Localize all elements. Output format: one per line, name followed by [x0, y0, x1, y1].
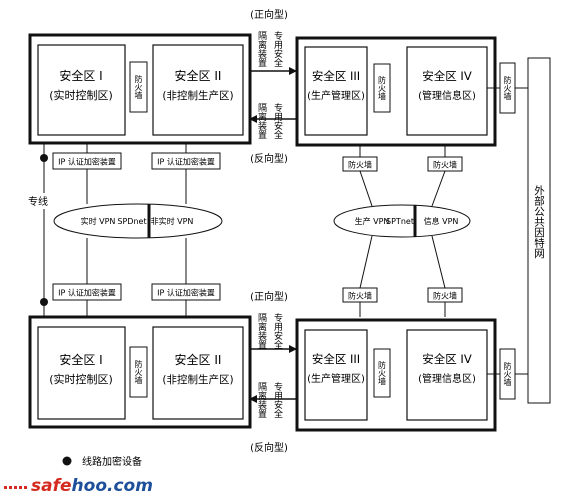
- top-fwd-device-a: 隔离装置: [256, 31, 267, 67]
- top-rev-device-a: 隔离装置: [256, 103, 267, 139]
- legend-label: 线路加密设备: [82, 455, 142, 468]
- mid-firewall-top-left-label: 防火墙: [348, 160, 372, 170]
- top-zone2-box: [152, 44, 244, 136]
- spdnet-ellipse: [53, 203, 223, 239]
- top-zone3-title: 安全区 III: [312, 69, 360, 83]
- top-firewall-a: 防火墙: [134, 74, 143, 100]
- bottom-firewall-b: 防火墙: [378, 360, 387, 386]
- bottom-firewall-b-box: [373, 348, 391, 398]
- top-section: 安全区 I (实时控制区) 防火墙 安全区 II (非控制生产区) (正向型) …: [28, 8, 528, 165]
- bottom-zone1-sub: (实时控制区): [49, 372, 113, 386]
- ip-device-bottom-right-label: IP 认证加密装置: [157, 288, 215, 298]
- watermark-text: safehoo.com: [31, 476, 153, 496]
- bottom-firewall-a: 防火墙: [134, 359, 143, 385]
- bottom-zone2-title: 安全区 II: [175, 352, 222, 367]
- top-zone1-title: 安全区 I: [59, 68, 102, 83]
- bottom-zone3-box: [304, 329, 368, 421]
- bottom-zone3-title: 安全区 III: [312, 352, 360, 366]
- bottom-reverse-label: (反向型): [250, 441, 288, 454]
- mid-firewall-bottom-right-label: 防火墙: [433, 291, 457, 301]
- top-rev-device-b: 专用安全: [272, 102, 283, 139]
- top-zone1-sub: (实时控制区): [49, 88, 113, 102]
- ip-device-top-right-label: IP 认证加密装置: [157, 157, 215, 167]
- watermark: safehoo.com: [4, 476, 153, 496]
- spdnet-left: 实时 VPN: [81, 216, 116, 226]
- legend-encryptor-dot: [62, 456, 72, 466]
- spdnet-right: 非实时 VPN: [151, 216, 194, 226]
- bottom-forward-isolation: 隔离装置 专用安全: [250, 312, 297, 353]
- bottom-zone4-box: [406, 329, 488, 421]
- top-firewall-a-box: [129, 61, 148, 113]
- bottom-section: 安全区 I (实时控制区) 防火墙 安全区 II (非控制生产区) (正向型) …: [28, 290, 528, 454]
- top-zone1-box: [37, 44, 126, 136]
- top-zone4-box: [406, 46, 488, 136]
- watermark-part1: safe: [31, 476, 72, 496]
- watermark-dots: [4, 486, 27, 489]
- top-reverse-label: (反向型): [250, 152, 288, 165]
- dedicated-line-label: 专线: [28, 195, 48, 208]
- top-zone4-title: 安全区 IV: [422, 69, 472, 83]
- bottom-zone2-box: [152, 326, 244, 420]
- top-zone2-title: 安全区 II: [175, 68, 222, 83]
- top-zone3-sub: (生产管理区): [307, 89, 365, 102]
- legend: 线路加密设备: [62, 455, 142, 468]
- watermark-part2: hoo: [72, 476, 108, 496]
- middle-section: 专线 IP 认证加密装置 IP 认证加密装置 IP 认证加密装置 IP 认证加密…: [25, 143, 471, 317]
- bottom-fwd-device-a: 隔离装置: [256, 313, 267, 349]
- top-zone4-sub: (管理信息区): [418, 89, 476, 102]
- bottom-firewall-c: 防火墙: [503, 361, 512, 387]
- bottom-forward-label: (正向型): [250, 290, 288, 303]
- bottom-fwd-device-b: 专用安全: [272, 312, 283, 349]
- mid-firewall-bottom-left-label: 防火墙: [348, 291, 372, 301]
- top-left-group: [28, 33, 252, 145]
- top-zone2-sub: (非控制生产区): [162, 89, 233, 102]
- bottom-zone2-sub: (非控制生产区): [162, 373, 233, 386]
- sptnet-right: 信息 VPN: [424, 216, 459, 226]
- bottom-zone1-box: [37, 326, 126, 420]
- bottom-zone4-title: 安全区 IV: [422, 352, 472, 366]
- bottom-zone4-sub: (管理信息区): [418, 372, 476, 385]
- top-forward-isolation: 隔离装置 专用安全: [250, 30, 297, 75]
- ip-device-top-left-label: IP 认证加密装置: [58, 157, 116, 167]
- top-firewall-b: 防火墙: [378, 75, 387, 101]
- spdnet-center: SPDnet: [117, 217, 146, 226]
- ip-device-bottom-left-label: IP 认证加密装置: [58, 288, 116, 298]
- bottom-firewall-a-box: [129, 346, 148, 398]
- watermark-part3: .com: [107, 476, 153, 496]
- bottom-zone1-title: 安全区 I: [59, 352, 102, 367]
- external-network-box: [527, 57, 551, 404]
- sptnet-left: 生产 VPN: [355, 216, 390, 226]
- top-firewall-b-box: [373, 63, 391, 113]
- sptnet-center: SPTnet: [386, 217, 414, 226]
- top-zone3-box: [304, 46, 368, 136]
- sptnet-ellipse: [333, 204, 471, 238]
- top-forward-label: (正向型): [250, 8, 288, 21]
- bottom-reverse-isolation: 隔离装置 专用安全: [249, 381, 296, 418]
- top-right-group: [295, 36, 497, 147]
- bottom-right-group: [295, 318, 497, 432]
- mid-firewall-top-right-label: 防火墙: [433, 160, 457, 170]
- bottom-left-group: [28, 315, 252, 429]
- top-reverse-isolation: 隔离装置 专用安全: [249, 102, 296, 139]
- bottom-rev-device-a: 隔离装置: [256, 382, 267, 418]
- top-fwd-device-b: 专用安全: [272, 30, 283, 67]
- external-network-label: 外部公共因特网: [533, 185, 545, 259]
- bottom-zone3-sub: (生产管理区): [307, 372, 365, 385]
- top-firewall-c: 防火墙: [503, 75, 512, 101]
